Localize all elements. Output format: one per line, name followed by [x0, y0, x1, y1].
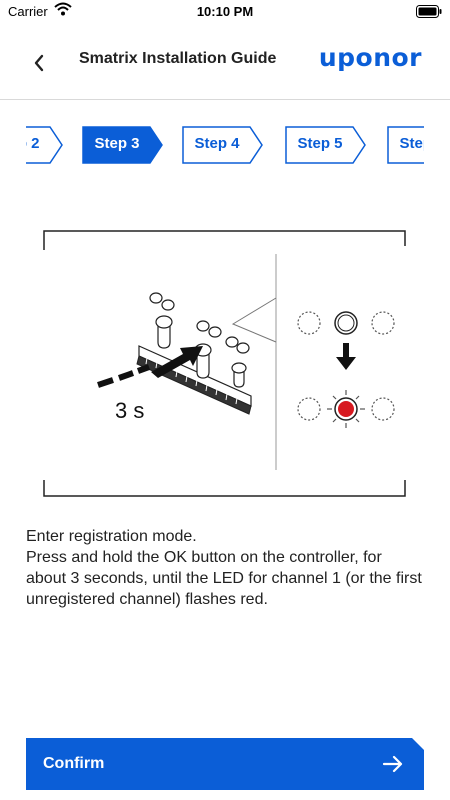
step-3-tab[interactable]: Step 3: [82, 126, 164, 164]
led-row-before: [297, 311, 395, 335]
status-time: 10:10 PM: [196, 4, 254, 19]
confirm-button[interactable]: Confirm: [26, 738, 424, 790]
step-6-label: Step 6: [399, 135, 424, 152]
press-arrow: [97, 346, 203, 388]
step-2-tab[interactable]: Step 2: [26, 126, 64, 164]
status-bar: Carrier 10:10 PM: [0, 0, 450, 24]
step-5-tab[interactable]: Step 5: [285, 126, 367, 164]
illustration-frame-bottom: [43, 480, 406, 497]
chevron-left-icon: [34, 54, 44, 72]
wifi-icon: [54, 2, 72, 16]
led-flash-rays: [327, 390, 365, 428]
carrier-label: Carrier: [8, 4, 48, 19]
led-row-after: [297, 390, 395, 428]
step-6-tab[interactable]: Step 6: [387, 126, 424, 164]
brand-logo: uponor: [318, 43, 422, 72]
step-4-tab[interactable]: Step 4: [182, 126, 264, 164]
battery-icon: [416, 5, 442, 18]
controller-illustration: 3 s: [43, 230, 406, 497]
arrow-down-icon: [336, 343, 356, 370]
back-button[interactable]: [22, 46, 56, 80]
instruction-title: Enter registration mode.: [26, 528, 197, 545]
confirm-label: Confirm: [43, 755, 105, 772]
hold-duration-label: 3 s: [115, 398, 144, 423]
instruction-text: Enter registration mode. Press and hold …: [26, 526, 426, 610]
nav-bar: Smatrix Installation Guide uponor: [0, 24, 450, 100]
instruction-body: Press and hold the OK button on the cont…: [26, 549, 422, 608]
step-3-label: Step 3: [94, 135, 140, 152]
arrow-right-icon: [382, 755, 403, 773]
illustration-frame-top: [43, 230, 406, 250]
step-2-label: Step 2: [26, 135, 40, 152]
step-5-label: Step 5: [297, 135, 343, 152]
zoom-wedge: [231, 297, 277, 343]
step-progress: Step 2 Step 3 Step 4 Step 5 Step 6: [26, 126, 424, 164]
page-title: Smatrix Installation Guide: [79, 50, 277, 67]
step-4-label: Step 4: [194, 135, 240, 152]
controller-buttons: [149, 292, 250, 388]
